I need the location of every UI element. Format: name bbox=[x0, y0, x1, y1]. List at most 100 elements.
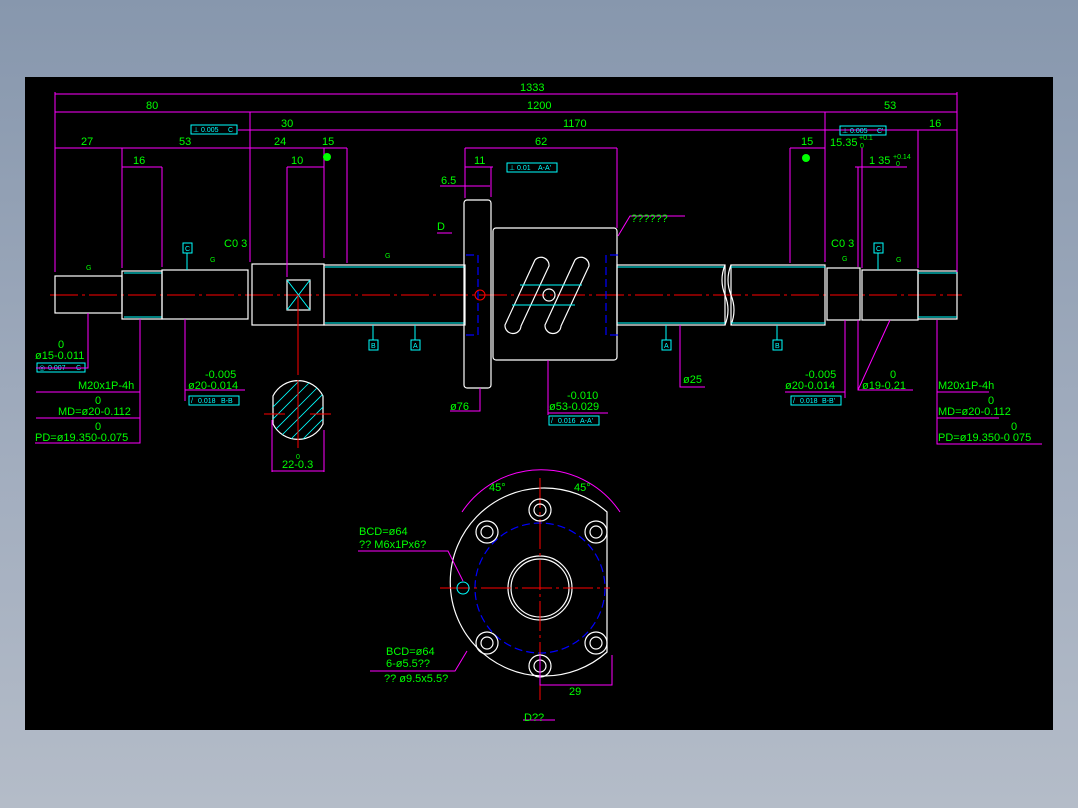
dim-flat-22: 22-0.3 bbox=[282, 459, 313, 471]
dim-flat-tol: 0 bbox=[296, 454, 300, 461]
dim-62: 62 bbox=[535, 136, 547, 148]
symmetry-icon bbox=[802, 154, 810, 162]
tol-upper: -0.005 bbox=[805, 369, 836, 381]
callout-d25: ø25 bbox=[683, 374, 702, 386]
tol-upper: 0 bbox=[1011, 421, 1017, 433]
perpendicularity-icon: ⊥ bbox=[509, 165, 515, 172]
callout-d53: ø53-0.029 bbox=[549, 401, 599, 413]
callout-d20-left: ø20-0.014 bbox=[188, 380, 238, 392]
thread-md-left: MD=ø20-0.112 bbox=[58, 406, 131, 418]
datum-b-left: B bbox=[371, 343, 376, 350]
datum-b-right: B bbox=[775, 343, 780, 350]
labels: D C0 3 C0 3 ?????? D?? G G G G G bbox=[86, 153, 901, 724]
datum-a-left: A bbox=[413, 343, 418, 350]
thread-pd-right: PD=ø19.350-0 075 bbox=[938, 432, 1031, 444]
perpendicularity-icon: ⊥ bbox=[193, 127, 199, 134]
thread-md-right: MD=ø20-0.112 bbox=[938, 406, 1011, 418]
surface-symbol: G bbox=[896, 257, 901, 264]
dimension-lines bbox=[54, 92, 958, 277]
frame-value: 0.01 bbox=[517, 165, 531, 172]
surface-symbol: G bbox=[385, 253, 390, 260]
frame-value: 0.005 bbox=[201, 127, 219, 134]
bcd-holes-label: BCD=ø64 bbox=[386, 646, 435, 658]
dim-1-35: 1 35 bbox=[869, 155, 890, 167]
tol-upper: 0 bbox=[890, 369, 896, 381]
cad-drawing-sheet: 1333 80 1200 53 30 1170 16 27 53 24 15 6… bbox=[25, 77, 1053, 730]
tol-upper: 0 bbox=[95, 395, 101, 407]
dim-53-right: 53 bbox=[884, 100, 896, 112]
counterbore-label: ?? ø9.5x5.5? bbox=[384, 673, 448, 685]
frame-ref: A-A' bbox=[580, 418, 593, 425]
surface-symbol: G bbox=[86, 265, 91, 272]
dim-16: 16 bbox=[133, 155, 145, 167]
dim-30: 30 bbox=[281, 118, 293, 130]
dim-29: 29 bbox=[569, 686, 581, 698]
dim-53: 53 bbox=[179, 136, 191, 148]
dim-1200: 1200 bbox=[527, 100, 551, 112]
frame-ref: B-B bbox=[221, 398, 233, 405]
chamfer-right: C0 3 bbox=[831, 238, 854, 250]
frame-value: 0.018 bbox=[800, 398, 818, 405]
callout-d20-right: ø20-0.014 bbox=[785, 380, 835, 392]
tol-upper: -0.010 bbox=[567, 390, 598, 402]
view-arrow-label: D bbox=[437, 221, 445, 233]
runout-icon: / bbox=[191, 398, 193, 405]
frame-value: 0.018 bbox=[198, 398, 216, 405]
holes-spec-label: 6-ø5.5?? bbox=[386, 658, 430, 670]
dim-15-35: 15.35 bbox=[830, 137, 858, 149]
surface-symbol: G bbox=[210, 257, 215, 264]
bcd-tap-label: BCD=ø64 bbox=[359, 526, 408, 538]
dim-15-35-tol-lower: 0 bbox=[860, 143, 864, 150]
dim-16-right: 16 bbox=[929, 118, 941, 130]
dim-10: 10 bbox=[291, 155, 303, 167]
runout-icon: / bbox=[793, 398, 795, 405]
thread-spec-left: M20x1P-4h bbox=[78, 380, 134, 392]
dim-15-35-tol-upper: +0.1 bbox=[859, 135, 873, 142]
thread-pd-left: PD=ø19.350-0.075 bbox=[35, 432, 128, 444]
dim-80: 80 bbox=[146, 100, 158, 112]
dim-1-35-tol-lower: 0 bbox=[896, 161, 900, 168]
dim-angle-right: 45° bbox=[574, 482, 591, 494]
flat-cross-section bbox=[264, 380, 331, 472]
dim-1-35-tol-upper: +0.14 bbox=[893, 154, 911, 161]
thread-spec-right: M20x1P-4h bbox=[938, 380, 994, 392]
note-top: ?????? bbox=[631, 213, 668, 225]
callout-d15: ø15-0.011 bbox=[35, 350, 84, 362]
dim-15-right: 15 bbox=[801, 136, 813, 148]
datum-markers: C B A A B C bbox=[182, 242, 884, 351]
tol-upper: -0.005 bbox=[205, 369, 236, 381]
tol-upper: 0 bbox=[58, 339, 64, 351]
datum-c-left: C bbox=[185, 246, 190, 253]
datum-a-right: A bbox=[664, 343, 669, 350]
tol-upper: 0 bbox=[95, 421, 101, 433]
frame-ref: B-B' bbox=[822, 398, 835, 405]
dimension-text: 1333 80 1200 53 30 1170 16 27 53 24 15 6… bbox=[81, 82, 941, 698]
dim-angle-left: 45° bbox=[489, 482, 506, 494]
frame-ref: C bbox=[228, 127, 233, 134]
frame-ref: A-A' bbox=[538, 165, 551, 172]
perpendicularity-icon: ⊥ bbox=[842, 128, 848, 135]
dim-27: 27 bbox=[81, 136, 93, 148]
callout-d76: ø76 bbox=[450, 401, 469, 413]
frame-value: 0.016 bbox=[558, 418, 576, 425]
dim-24: 24 bbox=[274, 136, 286, 148]
callout-leaders bbox=[35, 313, 1042, 445]
dim-overall: 1333 bbox=[520, 82, 544, 94]
symmetry-icon bbox=[323, 153, 331, 161]
callout-d19: ø19-0.21 bbox=[862, 380, 906, 392]
frame-ref: C' bbox=[877, 128, 883, 135]
ball-screw-drawing: 1333 80 1200 53 30 1170 16 27 53 24 15 6… bbox=[35, 82, 1042, 724]
frame-value: 0.005 bbox=[850, 128, 868, 135]
dim-1170: 1170 bbox=[563, 118, 587, 130]
view-title: D?? bbox=[524, 712, 544, 724]
ball-nut bbox=[463, 199, 618, 389]
tol-upper: 0 bbox=[988, 395, 994, 407]
dim-6-5: 6.5 bbox=[441, 175, 456, 187]
dim-11: 11 bbox=[474, 155, 485, 167]
dim-15-left: 15 bbox=[322, 136, 334, 148]
datum-c-right: C bbox=[876, 246, 881, 253]
runout-icon: / bbox=[551, 418, 553, 425]
tap-spec-label: ?? M6x1Px6? bbox=[359, 539, 426, 551]
shaft-outline bbox=[54, 263, 958, 375]
